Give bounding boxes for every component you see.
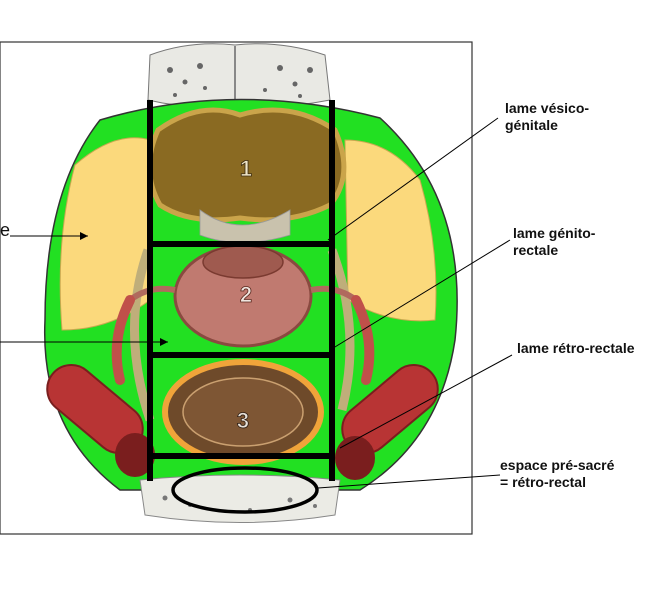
organ-number-1: 1 <box>240 156 252 181</box>
left-iliac-artery <box>111 295 135 385</box>
label-vesico-genital-line1: lame vésico- <box>505 100 590 116</box>
label-vesico-genital-line2: génitale <box>505 117 558 133</box>
label-vesico-genital: lame vésico- génitale <box>505 100 589 134</box>
pubic-bone <box>147 43 331 108</box>
organ-number-3: 3 <box>237 408 249 433</box>
sacrum <box>139 474 341 523</box>
presacral-space-outline <box>171 466 319 514</box>
label-genito-rectal-line2: rectale <box>513 242 559 258</box>
label-genito-rectal: lame génito- rectale <box>513 225 595 259</box>
leader-lines <box>0 117 513 489</box>
label-presacral-space-line1: espace pré-sacré <box>500 457 615 473</box>
right-fat-region <box>344 139 437 322</box>
cut-label-fragment: e <box>0 220 11 240</box>
fascia-plane-lines <box>147 100 335 481</box>
left-fat-region <box>59 137 151 331</box>
label-genito-rectal-line1: lame génito- <box>513 225 596 241</box>
label-retro-rectal: lame rétro-rectale <box>517 340 635 357</box>
label-presacral-space: espace pré-sacré = rétro-rectal <box>500 457 614 491</box>
right-iliac-artery <box>351 295 375 385</box>
label-presacral-space-line2: = rétro-rectal <box>500 474 586 490</box>
label-retro-rectal-line1: lame rétro-rectale <box>517 340 635 356</box>
organ-number-2: 2 <box>240 282 252 307</box>
